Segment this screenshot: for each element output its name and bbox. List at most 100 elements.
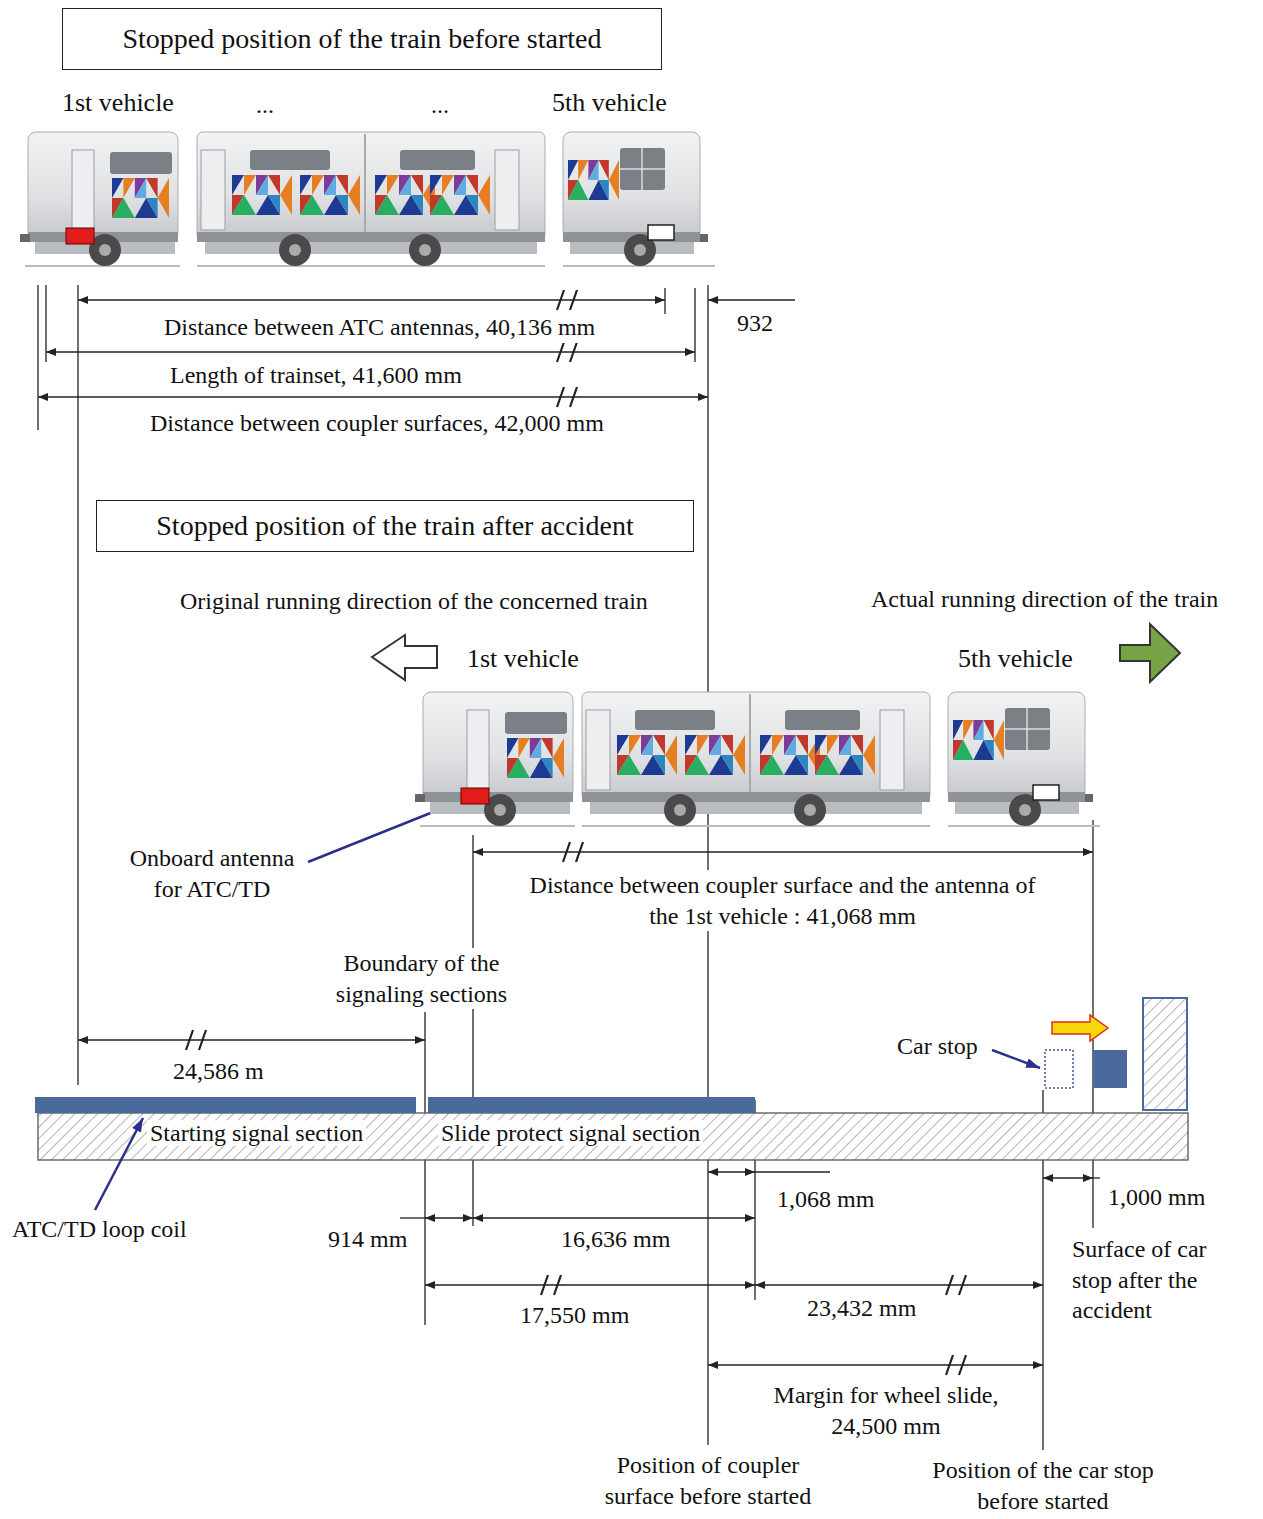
dimension-label: 23,432 mm xyxy=(805,1293,918,1324)
dimension-lines-part xyxy=(664,288,665,314)
ellipsis: ... xyxy=(429,90,451,121)
dimension-lines-part xyxy=(77,285,78,1085)
dimension-lines-part xyxy=(755,1284,1043,1285)
middle-vehicles-part xyxy=(197,132,545,240)
middle-vehicles-part xyxy=(289,244,301,256)
dimension-label: Margin for wheel slide, 24,500 mm xyxy=(736,1380,1036,1441)
vehicle-label: 5th vehicle xyxy=(956,642,1075,675)
leader-lines-part xyxy=(95,1118,143,1210)
middle-vehicles-part xyxy=(364,134,366,240)
vehicle-label: 1st vehicle xyxy=(60,86,176,119)
middle-vehicles-part xyxy=(400,150,475,170)
break-marks-part xyxy=(563,842,583,862)
lead-vehicle-part xyxy=(28,132,178,240)
car-stop-part xyxy=(1045,1050,1073,1088)
dimension-label: 17,550 mm xyxy=(518,1300,631,1331)
middle-vehicles-part xyxy=(201,150,225,230)
dimension-lines-part xyxy=(1093,1177,1100,1178)
break-marks-part xyxy=(541,1275,561,1295)
middle-vehicles-part xyxy=(495,150,519,230)
title-box: Stopped position of the train after acci… xyxy=(96,500,694,552)
middle-vehicles-part xyxy=(205,242,537,254)
dimension-lines-part xyxy=(38,396,708,397)
original-direction-arrow xyxy=(372,635,437,680)
dimension-lines-part xyxy=(45,285,46,362)
middle-vehicles-part xyxy=(409,234,441,266)
dimension-lines-part xyxy=(37,285,38,430)
position-label: Position of the car stop before started xyxy=(928,1455,1158,1516)
car-stop-part xyxy=(1143,998,1187,1110)
dimension-lines-part xyxy=(400,1217,425,1218)
middle-vehicles-part xyxy=(250,150,330,170)
section-name: Starting signal section xyxy=(147,1120,366,1146)
dimension-label: 24,586 m xyxy=(171,1056,266,1087)
dimension-lines-part xyxy=(708,1364,1043,1365)
middle-vehicles-part xyxy=(279,234,311,266)
dimension-lines-part xyxy=(708,299,795,300)
rear-vehicle-part xyxy=(620,148,665,190)
car-stop-part xyxy=(1052,1015,1108,1041)
break-marks-part xyxy=(557,290,577,310)
signal-section-band: Starting signal section xyxy=(35,1097,416,1160)
dimension-label: 932 xyxy=(735,308,775,339)
lead-vehicle-part xyxy=(112,178,169,218)
dimension-label: Length of trainset, 41,600 mm xyxy=(168,360,464,391)
middle-vehicles-part xyxy=(300,175,360,215)
dimension-label: 914 mm xyxy=(326,1224,409,1255)
leader-lines xyxy=(95,802,1040,1210)
lead-vehicle-part xyxy=(20,234,30,242)
lead-vehicle-part xyxy=(110,152,172,174)
middle-vehicles-part xyxy=(197,232,545,242)
dimension-lines-part xyxy=(694,288,695,362)
lead-vehicle-part xyxy=(99,244,111,256)
vehicle-label: 1st vehicle xyxy=(465,642,581,675)
break-marks-part xyxy=(557,342,577,362)
middle-vehicles xyxy=(197,132,545,266)
actual-direction-arrow xyxy=(1120,624,1180,682)
break-marks-part xyxy=(946,1275,966,1295)
dimension-label: 1,000 mm xyxy=(1106,1182,1207,1213)
callout-label: Onboard antenna for ATC/TD xyxy=(117,843,307,904)
leader-lines-part xyxy=(992,1050,1040,1068)
rear-vehicle-part xyxy=(634,244,646,256)
rear-vehicle-part xyxy=(563,132,700,240)
lead-vehicle-part xyxy=(66,228,94,244)
title-box: Stopped position of the train before sta… xyxy=(62,8,662,70)
rear-vehicle-part xyxy=(648,225,674,240)
dimension-lines-part xyxy=(78,1039,425,1040)
middle-vehicles-part xyxy=(375,175,435,215)
middle-vehicles-part xyxy=(197,265,545,267)
car-stop-part xyxy=(1093,1050,1127,1088)
position-label: Position of coupler surface before start… xyxy=(578,1450,838,1511)
ellipsis: ... xyxy=(254,90,276,121)
lead-vehicle xyxy=(20,132,180,266)
dimension-label: Distance between coupler surface and the… xyxy=(510,870,1055,931)
middle-vehicles-part xyxy=(430,175,490,215)
middle-vehicles-part xyxy=(232,175,292,215)
callout-label: Boundary of the signaling sections xyxy=(314,948,529,1009)
section-name: Slide protect signal section xyxy=(438,1120,703,1146)
dimension-lines-part xyxy=(472,835,473,1226)
dimension-lines-part xyxy=(708,1171,755,1172)
rear-vehicle-part xyxy=(568,160,619,200)
dimension-lines-part xyxy=(425,1284,755,1285)
rear-vehicle xyxy=(948,692,1100,826)
dimension-label: 16,636 mm xyxy=(559,1224,672,1255)
dimension-lines-part xyxy=(1043,1177,1093,1178)
title-text: Stopped position of the train before sta… xyxy=(123,23,602,55)
signal-section-band: Slide protect signal section xyxy=(428,1097,755,1160)
break-marks-part xyxy=(186,1030,206,1050)
dimension-lines-part xyxy=(78,299,665,300)
callout-label: Car stop xyxy=(895,1031,980,1062)
direction-label: Original running direction of the concer… xyxy=(178,586,650,617)
direction-label: Actual running direction of the train xyxy=(869,584,1220,615)
rear-vehicle-part xyxy=(700,234,708,242)
dimension-lines xyxy=(38,285,1100,1450)
dimension-lines-part xyxy=(473,1217,755,1218)
dimension-lines-part xyxy=(755,1171,830,1172)
dimension-label: 1,068 mm xyxy=(775,1184,876,1215)
middle-vehicles-part xyxy=(419,244,431,256)
vehicle-label: 5th vehicle xyxy=(550,86,669,119)
dimension-lines-part xyxy=(424,1012,425,1325)
rear-vehicle xyxy=(563,132,715,266)
